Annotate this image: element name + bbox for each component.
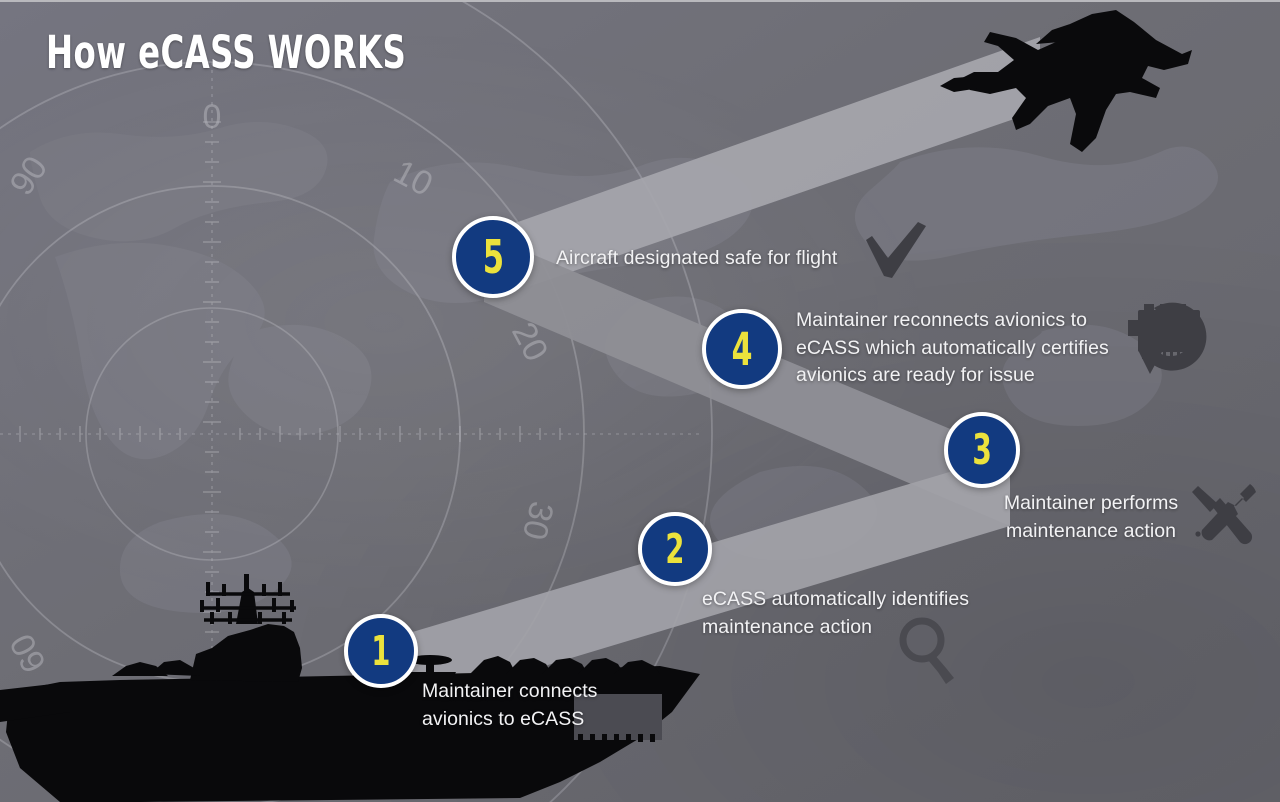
ribbon-segment-lower xyxy=(352,454,1010,724)
fighter-jet-silhouette xyxy=(940,10,1192,152)
step-1-number: 1 xyxy=(371,626,391,675)
step-3-marker[interactable]: 3 xyxy=(944,412,1020,488)
page-title: How eCASS WORKS xyxy=(46,26,407,79)
step-5-marker[interactable]: 5 xyxy=(452,216,534,298)
step-3-number: 3 xyxy=(972,425,992,474)
step-4-number: 4 xyxy=(731,322,753,376)
step-4-label: Maintainer reconnects avionics to eCASS … xyxy=(796,309,1109,387)
aircraft-carrier-silhouette xyxy=(0,574,700,802)
step-2-number: 2 xyxy=(665,524,685,573)
step-5-label: Aircraft designated safe for flight xyxy=(556,247,838,269)
step-4-marker[interactable]: 4 xyxy=(702,309,782,389)
step-1-marker[interactable]: 1 xyxy=(344,614,418,688)
step-2-marker[interactable]: 2 xyxy=(638,512,712,586)
step-2-label: eCASS automatically identifies maintenan… xyxy=(702,588,970,638)
step-3-label: Maintainer performs maintenance action xyxy=(1003,492,1179,542)
step-5-number: 5 xyxy=(482,230,504,284)
step-1-label: Maintainer connects avionics to eCASS xyxy=(422,680,598,730)
ribbon-segment-top xyxy=(484,37,1040,302)
